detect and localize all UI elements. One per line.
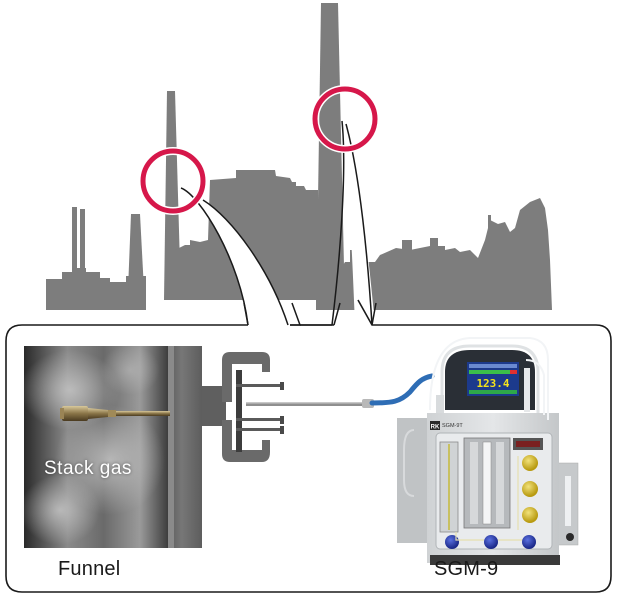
screen-reading: 123.4 [476,377,509,390]
plant-building [175,170,318,300]
sgm9-label: SGM-9 [434,558,499,580]
blue-pump [445,535,459,549]
small-chimney-1 [72,207,77,282]
sample-hose [369,373,435,406]
callout-right-fill [342,120,375,325]
yellow-knob [522,481,538,497]
model-badge: SGM-9T [442,423,463,429]
tall-chimney [318,3,345,310]
mounting-clamp [202,352,284,462]
sampling-probe [60,406,170,421]
callout-connectors [180,120,375,326]
funnel-interior-photo [20,345,202,548]
logo-text: RK [431,425,440,431]
left-chimney [164,91,181,300]
stack-gas-label: Stack gas [44,458,132,479]
callout-left-fill [180,188,288,325]
funnel-label: Funnel [58,558,121,580]
medium-chimney [128,214,144,290]
rk-logo [430,421,440,430]
factory-skyline [46,3,552,310]
yellow-knob [522,507,538,523]
sampling-rod [246,399,374,408]
blue-pump [522,535,536,549]
right-buildings [316,198,552,310]
blue-pump [484,535,498,549]
yellow-knob [522,455,538,471]
small-chimney-2 [80,209,85,282]
skyline-base [46,268,146,310]
sgm9-instrument: 123.4 RK SGM-9T [397,337,579,565]
